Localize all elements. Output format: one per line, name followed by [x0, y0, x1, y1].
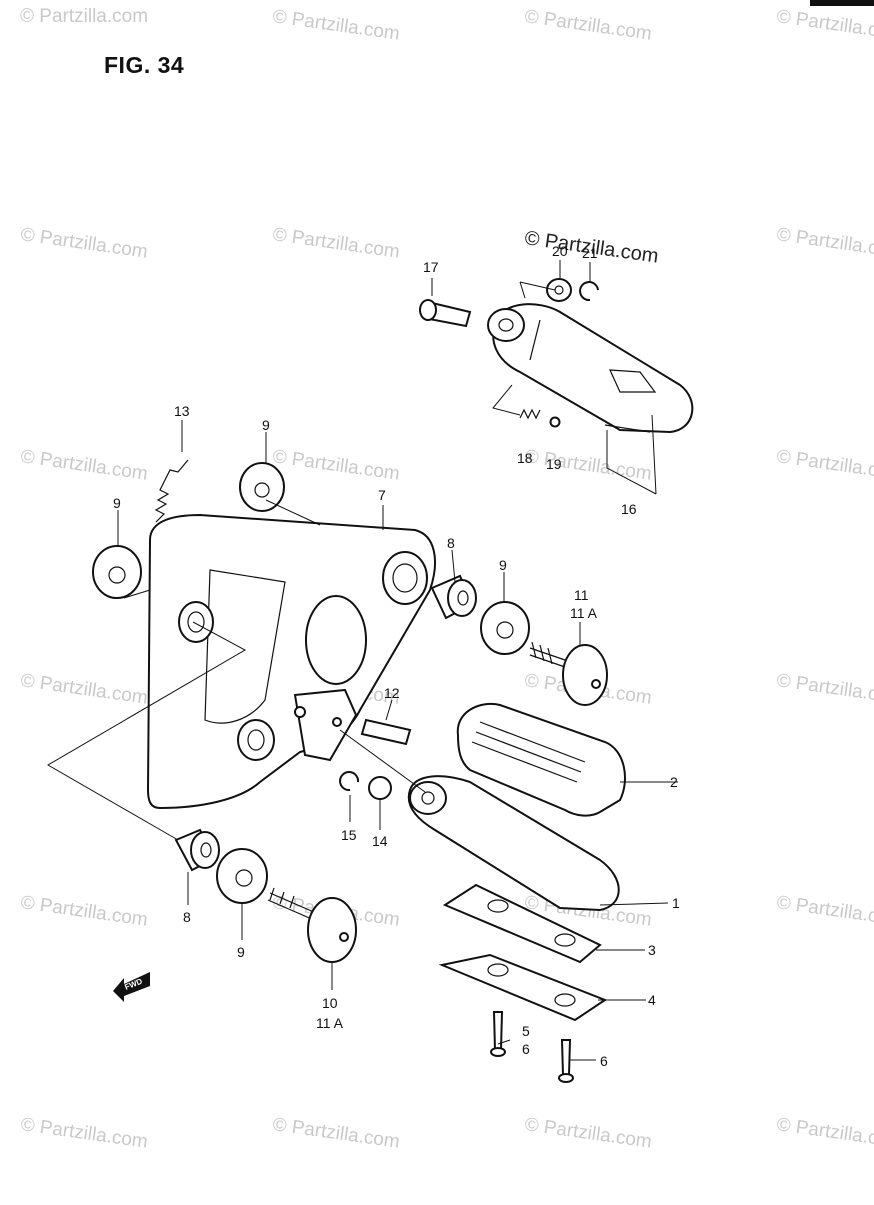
- callout: 11: [574, 587, 589, 603]
- callout: 6: [522, 1041, 530, 1057]
- callout: 3: [648, 942, 656, 958]
- washer-9-right: [480, 601, 530, 655]
- callout: 1: [672, 895, 680, 911]
- spring-13: [154, 459, 189, 523]
- leader: [519, 281, 526, 299]
- collar-8-lower: [174, 828, 220, 872]
- clip-21: [579, 281, 599, 302]
- watermark: © Partzilla.com: [775, 6, 874, 45]
- bolt-11: [529, 641, 608, 706]
- watermark: © Partzilla.com: [271, 224, 401, 263]
- watermark: © Partzilla.com: [523, 6, 653, 45]
- callout: 9: [237, 944, 245, 960]
- watermark: © Partzilla.com: [20, 6, 148, 27]
- watermark: © Partzilla.com: [19, 670, 149, 709]
- screw-5: [490, 1011, 506, 1057]
- callout: 14: [372, 833, 388, 849]
- callout: 19: [546, 456, 562, 472]
- callout: 6: [600, 1053, 608, 1069]
- watermark: © Partzilla.com: [775, 224, 874, 263]
- pin-12: [360, 718, 412, 746]
- leader: [492, 384, 521, 416]
- washer-14: [368, 776, 392, 800]
- callout: 17: [423, 259, 439, 275]
- callout: 13: [174, 403, 190, 419]
- callout: 10: [322, 995, 338, 1011]
- watermark: © Partzilla.com: [271, 1114, 401, 1153]
- callout: 8: [183, 909, 191, 925]
- forward-arrow: FWD: [113, 972, 150, 1002]
- bracket-7: [146, 513, 436, 810]
- watermark: © Partzilla.com: [19, 892, 149, 931]
- pin-17: [419, 299, 472, 328]
- watermark: © Partzilla.com: [775, 670, 874, 709]
- callout: 8: [447, 535, 455, 551]
- callout: 11 A: [316, 1015, 344, 1031]
- callout: 20: [552, 243, 568, 259]
- footrest-1: [407, 775, 620, 912]
- leader: [519, 281, 556, 291]
- watermark: © Partzilla.com: [775, 892, 874, 931]
- callout: 5: [522, 1023, 530, 1039]
- spring-18: [519, 408, 541, 420]
- figure-title: FIG. 34: [104, 52, 185, 78]
- washer-9-left: [92, 545, 142, 599]
- watermark: © Partzilla.com: [775, 446, 874, 485]
- watermark: © Partzilla.com: [271, 6, 401, 45]
- leader-lines: [47, 260, 678, 1061]
- callout: 15: [341, 827, 357, 843]
- leader: [651, 414, 657, 495]
- washer-20: [546, 278, 572, 302]
- collar-8-upper: [430, 574, 477, 620]
- washer-9-lower: [216, 848, 268, 904]
- plate-4: [438, 953, 608, 1022]
- callout: 12: [384, 685, 400, 701]
- watermark: © Partzilla.com: [271, 446, 401, 485]
- watermark: © Partzilla.com: [19, 446, 149, 485]
- watermark: © Partzilla.com: [523, 446, 653, 485]
- watermark: © Partzilla.com: [19, 1114, 149, 1153]
- callout: 11 A: [570, 605, 598, 621]
- leader: [606, 430, 657, 495]
- callout: 9: [262, 417, 270, 433]
- footrest-rubber-2: [456, 702, 626, 817]
- screw-6: [558, 1039, 574, 1083]
- watermark: © Partzilla.com: [523, 1114, 653, 1153]
- callout: 21: [582, 245, 598, 261]
- callout: 9: [113, 495, 121, 511]
- callout: 4: [648, 992, 656, 1008]
- watermark: © Partzilla.com: [19, 224, 149, 263]
- callout: 16: [621, 501, 637, 517]
- clip-15: [339, 771, 360, 792]
- watermark: © Partzilla.com: [775, 1114, 874, 1153]
- ball-19: [549, 416, 561, 428]
- callout: 2: [670, 774, 678, 790]
- callout-labels: 17 20 21 13 9 9 7 8 9 11 11 A 18 19 16 1…: [113, 243, 680, 1069]
- callout: 7: [378, 487, 386, 503]
- washer-9-upper: [239, 462, 285, 512]
- callout: 18: [517, 450, 533, 466]
- callout: 9: [499, 557, 507, 573]
- footrest-16: [487, 303, 694, 434]
- scan-edge: [810, 0, 874, 6]
- plate-3: [442, 883, 602, 964]
